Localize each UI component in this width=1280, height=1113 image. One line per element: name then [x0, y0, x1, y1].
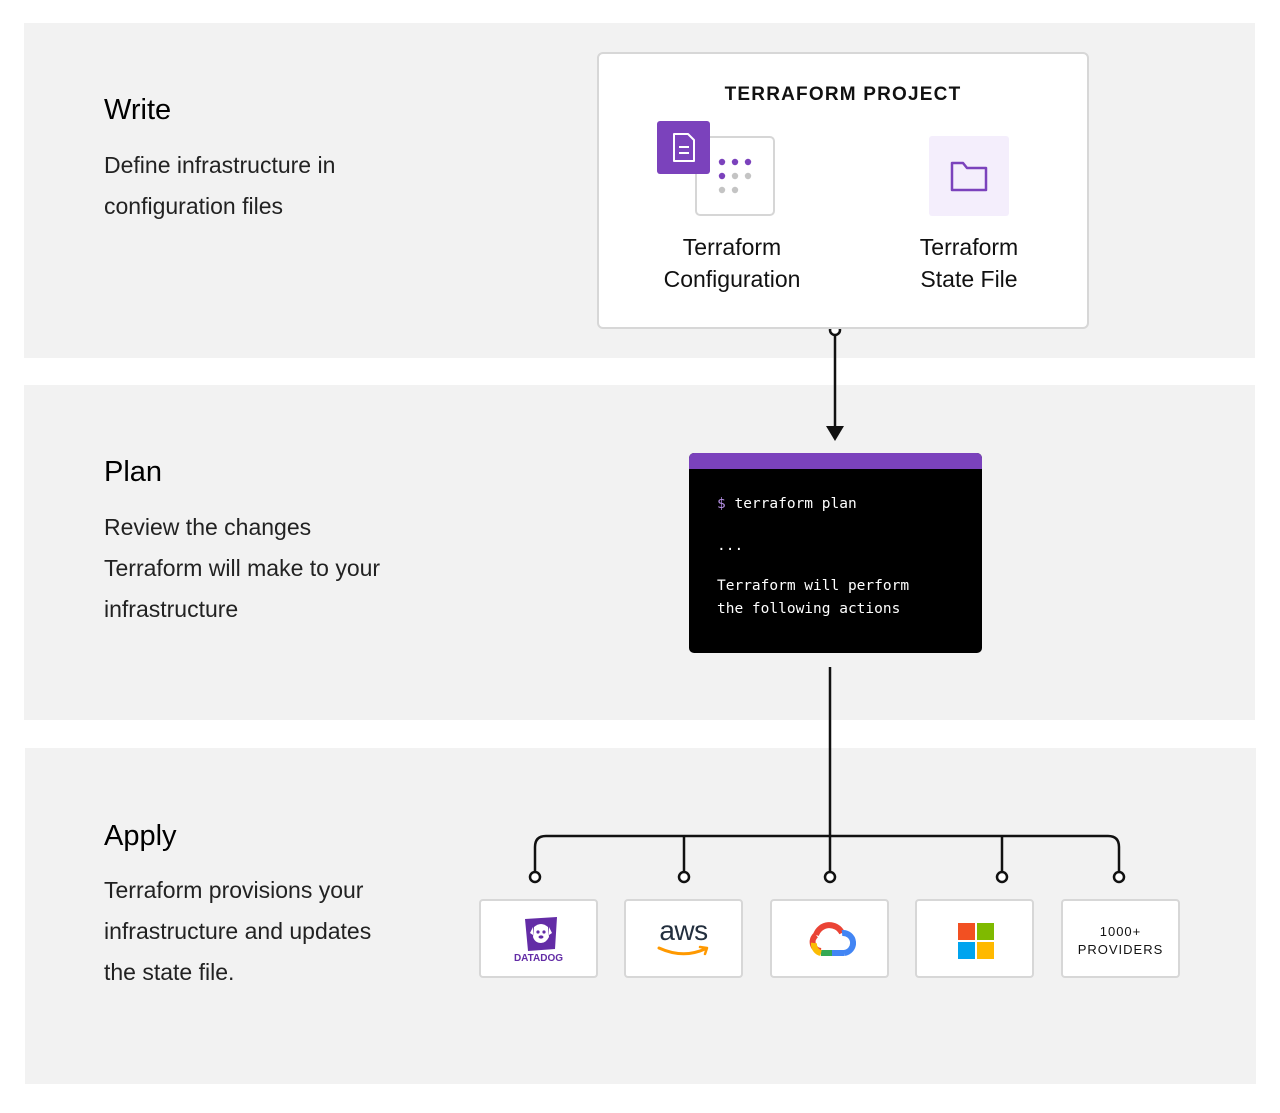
plan-title: Plan — [104, 456, 163, 488]
terraform-project-box: TERRAFORM PROJECT Terraform Configuratio… — [597, 52, 1089, 329]
state-label-line1: Terraform — [919, 234, 1019, 260]
terminal-command-line: $ terraform plan — [717, 493, 857, 516]
state-label: Terraform State File — [869, 231, 1069, 295]
terminal-command: terraform plan — [734, 496, 857, 512]
folder-icon — [929, 136, 1009, 216]
terminal-ellipsis: ... — [717, 538, 744, 554]
config-label: Terraform Configuration — [632, 231, 832, 295]
plan-panel — [24, 385, 1255, 720]
datadog-label: DATADOG — [513, 953, 564, 964]
aws-label: aws — [659, 915, 708, 946]
config-label-line2: Configuration — [663, 266, 801, 292]
provider-aws: aws — [624, 899, 743, 978]
state-label-line2: State File — [920, 266, 1018, 292]
config-label-line1: Terraform — [682, 234, 782, 260]
providers-count-label: 1000+ PROVIDERS — [1063, 923, 1178, 959]
aws-smile-icon — [657, 945, 709, 956]
provider-datadog: DATADOG — [479, 899, 598, 978]
provider-gcp — [770, 899, 889, 978]
provider-more: 1000+ PROVIDERS — [1061, 899, 1180, 978]
providers-count: 1000+ — [1099, 924, 1142, 939]
datadog-icon — [525, 917, 557, 951]
apply-title: Apply — [104, 820, 177, 852]
terminal-title-bar — [689, 453, 982, 469]
providers-word: PROVIDERS — [1077, 942, 1164, 957]
terraform-plan-terminal: $ terraform plan ... Terraform will perf… — [689, 453, 982, 653]
terminal-output-line1: Terraform will perform — [717, 578, 910, 594]
provider-azure — [915, 899, 1034, 978]
document-icon — [657, 121, 775, 216]
microsoft-icon — [958, 923, 994, 959]
project-title: TERRAFORM PROJECT — [724, 84, 962, 105]
terminal-prompt: $ — [717, 496, 726, 512]
write-title: Write — [104, 94, 172, 126]
write-desc: Define infrastructure in configuration f… — [104, 152, 336, 219]
provider-bus — [533, 834, 1121, 872]
branch-dot-aws — [677, 870, 691, 884]
branch-dot-azure — [995, 870, 1009, 884]
plan-desc: Review the changes Terraform will make t… — [104, 514, 381, 622]
branch-dot-datadog — [528, 870, 542, 884]
arrow-head — [826, 426, 844, 441]
terminal-output-line2: the following actions — [717, 601, 901, 617]
apply-desc: Terraform provisions your infrastructure… — [104, 877, 372, 985]
branch-dot-more — [1112, 870, 1126, 884]
google-cloud-icon — [809, 922, 856, 956]
branch-dot-gcp — [823, 870, 837, 884]
